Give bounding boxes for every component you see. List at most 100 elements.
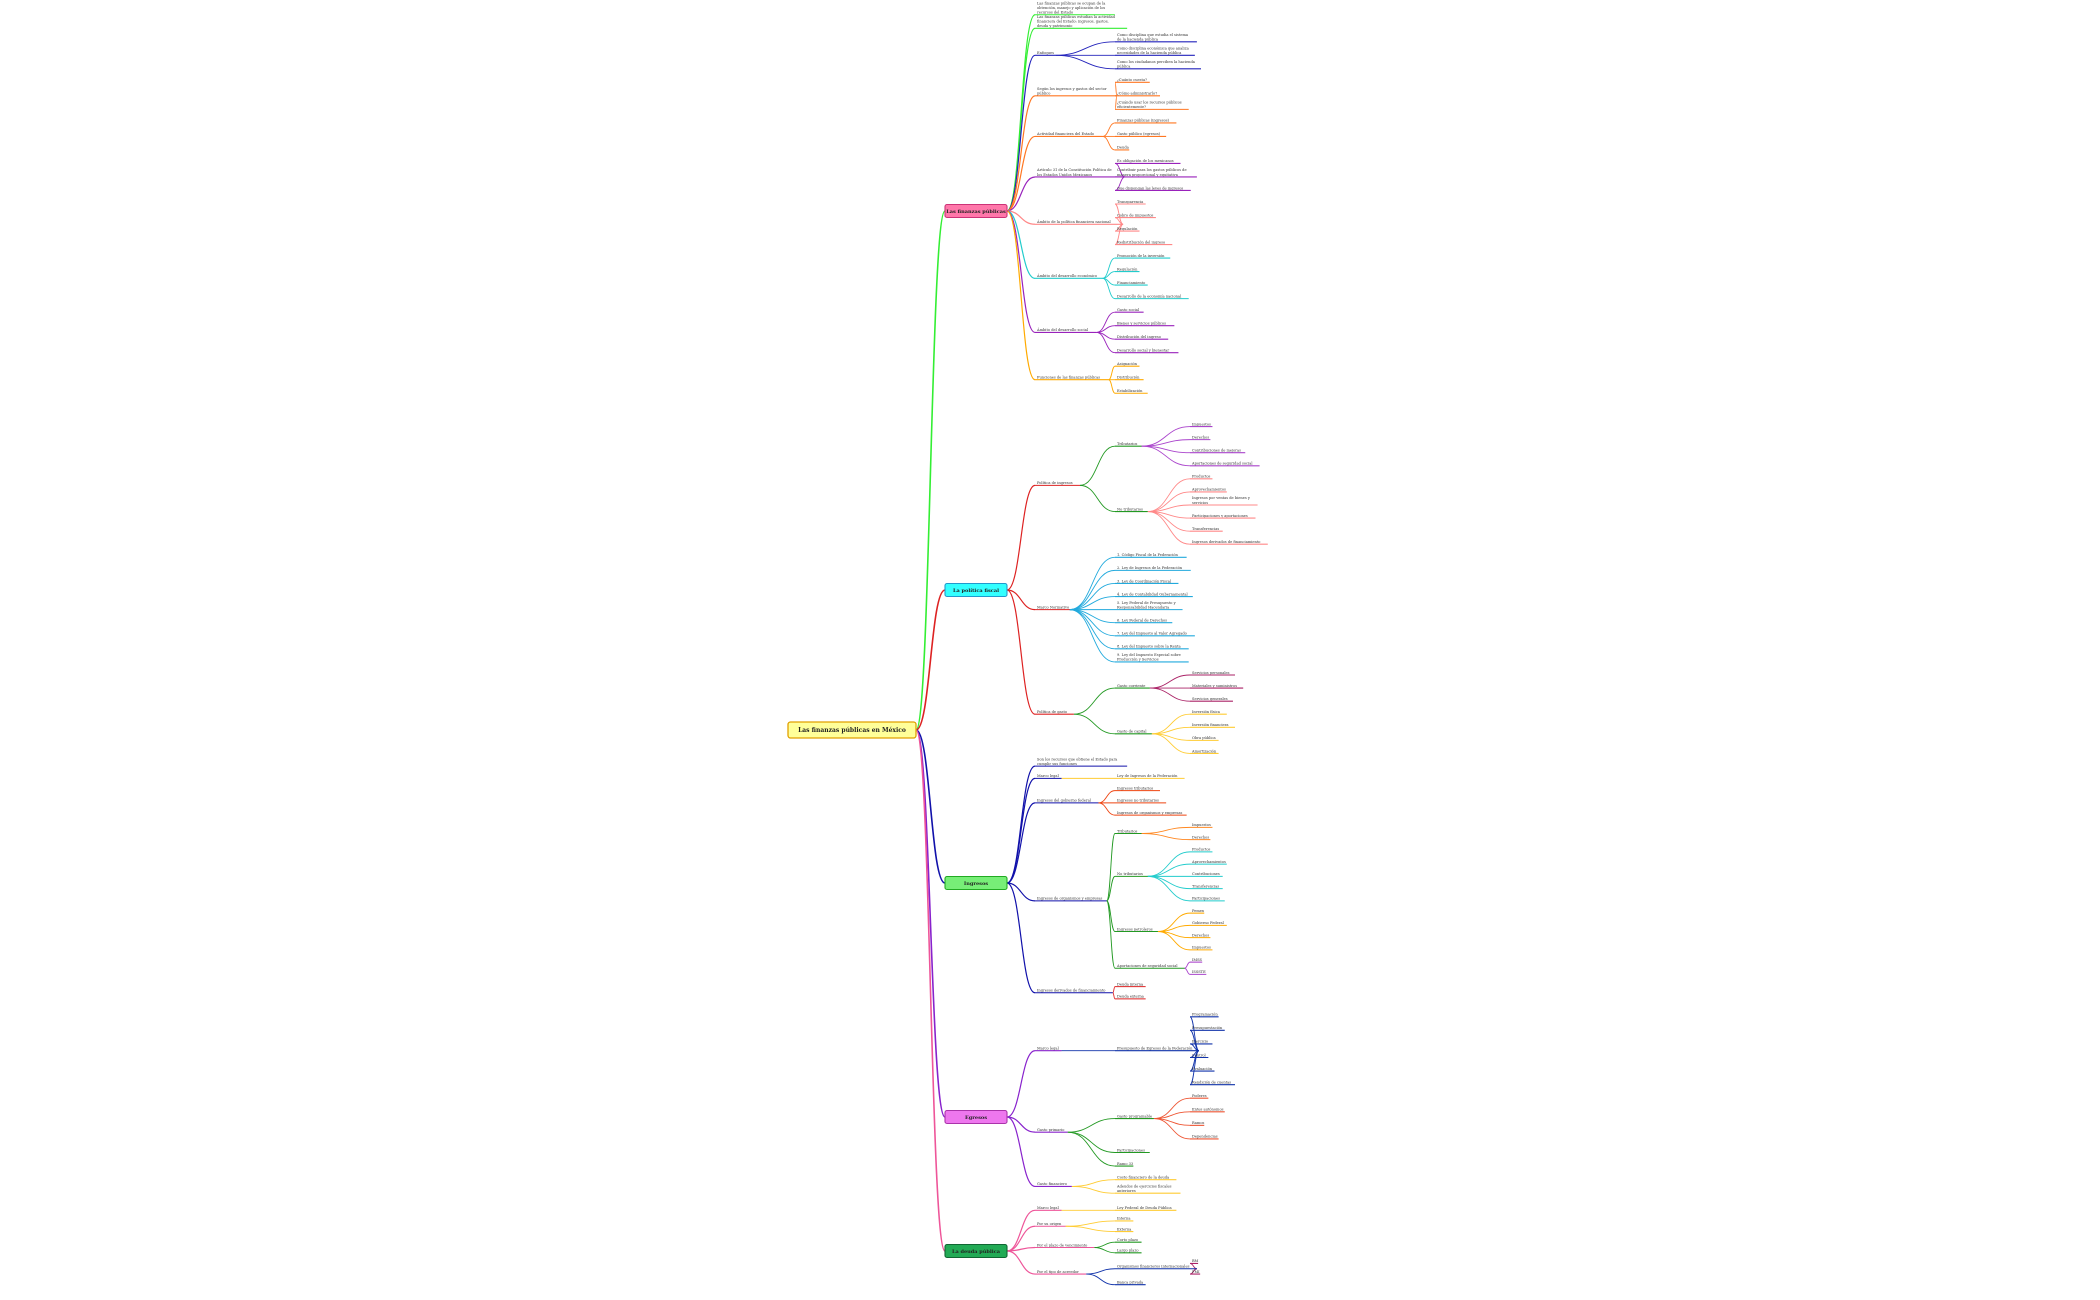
mindmap-node[interactable]: Aportaciones de seguridad social [1115, 964, 1185, 969]
mindmap-node[interactable]: Ley Federal de Deuda Pública [1115, 1205, 1177, 1211]
mindmap-node[interactable]: 3. Ley de Coordinación Fiscal [1115, 579, 1179, 585]
mindmap-node[interactable]: ¿Cuándo usar los recursos públicoseficie… [1115, 100, 1189, 110]
mindmap-node[interactable]: Promoción de la inversión [1115, 254, 1171, 259]
mindmap-node[interactable]: Aprovechamientos [1190, 860, 1227, 865]
root-node[interactable]: Las finanzas públicas en México [787, 721, 917, 739]
mindmap-node[interactable]: 5. Ley Federal de Presupuesto yResponsab… [1115, 601, 1183, 611]
mindmap-node[interactable]: Finanzas públicas (ingresos) [1115, 118, 1177, 124]
mindmap-node[interactable]: Ramo 33 [1115, 1162, 1134, 1167]
mindmap-node[interactable]: Financiamiento [1115, 281, 1148, 286]
mindmap-node[interactable]: BM [1190, 1259, 1199, 1264]
mindmap-node[interactable]: FMI [1190, 1270, 1200, 1275]
mindmap-node[interactable]: Transparencia [1115, 200, 1146, 205]
branch-node[interactable]: Ingresos [944, 875, 1008, 891]
mindmap-node[interactable]: Derechos [1190, 835, 1211, 841]
mindmap-node[interactable]: Es obligación de los mexicanos [1115, 159, 1181, 164]
mindmap-node[interactable]: 2. Ley de Ingresos de la Federación [1115, 566, 1191, 571]
mindmap-node[interactable]: Las finanzas públicas estudian la activi… [1035, 14, 1128, 29]
mindmap-node[interactable]: Servicios personales [1190, 671, 1235, 676]
mindmap-node[interactable]: Gasto programable [1115, 1114, 1154, 1120]
mindmap-node[interactable]: Enfoques [1035, 51, 1056, 56]
mindmap-node[interactable]: Ingresos no tributarios [1115, 799, 1167, 804]
mindmap-node[interactable]: Contribuir para los gastos públicos dema… [1115, 167, 1197, 178]
mindmap-node[interactable]: Participaciones [1115, 1148, 1150, 1154]
mindmap-node[interactable]: Productos [1190, 848, 1213, 853]
mindmap-node[interactable]: Por el tipo de acreedor [1035, 1270, 1087, 1275]
mindmap-node[interactable]: Ámbito del desarrollo económico [1035, 273, 1103, 279]
mindmap-node[interactable]: Amortización [1190, 749, 1219, 755]
mindmap-node[interactable]: 7. Ley del Impuesto al Valor Agregado [1115, 632, 1195, 637]
mindmap-node[interactable]: Ingresos del gobierno federal [1035, 799, 1099, 804]
mindmap-node[interactable]: Ingresos de organismos y empresas [1035, 897, 1107, 902]
branch-node[interactable]: Las finanzas públicas [944, 203, 1008, 219]
mindmap-node[interactable]: Derechos [1190, 435, 1211, 441]
mindmap-node[interactable]: Evaluación [1190, 1067, 1215, 1072]
mindmap-node[interactable]: Contribuciones de mejoras [1190, 448, 1246, 454]
mindmap-node[interactable]: Pemex [1190, 909, 1205, 914]
mindmap-node[interactable]: Gasto social [1115, 308, 1144, 313]
mindmap-node[interactable]: Inversión financiera [1190, 723, 1235, 728]
mindmap-node[interactable]: Distribución del ingreso [1115, 335, 1169, 340]
mindmap-node[interactable]: Programación [1190, 1013, 1219, 1018]
mindmap-node[interactable]: Estabilización [1115, 389, 1148, 394]
mindmap-node[interactable]: Regulación [1115, 227, 1140, 232]
mindmap-node[interactable]: Cobro de impuestos [1115, 213, 1156, 219]
mindmap-node[interactable]: Como los ciudadanos perciben la hacienda… [1115, 60, 1201, 70]
mindmap-node[interactable]: Como disciplina que estudia el sistemade… [1115, 33, 1197, 43]
branch-node[interactable]: La política fiscal [944, 582, 1008, 598]
mindmap-node[interactable]: Que dispongan las leyes de ingresos [1115, 186, 1191, 192]
mindmap-node[interactable]: ISSSTE [1190, 970, 1207, 975]
mindmap-node[interactable]: Rendición de cuentas [1190, 1080, 1235, 1086]
mindmap-node[interactable]: IMSS [1190, 958, 1202, 963]
mindmap-node[interactable]: Deuda interna [1115, 982, 1146, 988]
mindmap-node[interactable]: 4. Ley de Contabilidad Gubernamental [1115, 592, 1193, 598]
mindmap-node[interactable]: Tributarios [1115, 829, 1142, 835]
mindmap-node[interactable]: Ingresos derivados de financiamiento [1035, 989, 1113, 994]
mindmap-node[interactable]: Gasto primario [1035, 1128, 1068, 1133]
mindmap-node[interactable]: Aprovechamientos [1190, 488, 1227, 493]
mindmap-node[interactable]: Corto plazo [1115, 1238, 1142, 1243]
mindmap-node[interactable]: Ingresos petroleros [1115, 927, 1158, 933]
mindmap-node[interactable]: Funciones de las finanzas públicas [1035, 375, 1109, 381]
mindmap-node[interactable]: Derechos [1190, 933, 1211, 939]
mindmap-node[interactable]: Política de gasto [1035, 710, 1074, 715]
mindmap-node[interactable]: Deuda externa [1115, 995, 1146, 1000]
mindmap-node[interactable]: 9. Ley del Impuesto Especial sobreProduc… [1115, 653, 1189, 663]
mindmap-node[interactable]: Desarrollo de la economía nacional [1115, 294, 1189, 300]
mindmap-node[interactable]: Entes autónomos [1190, 1108, 1225, 1113]
mindmap-node[interactable]: Actividad financiera del Estado [1035, 132, 1103, 137]
mindmap-node[interactable]: Ámbito del desarrollo social [1035, 327, 1097, 333]
mindmap-node[interactable]: Interna [1115, 1217, 1134, 1222]
mindmap-node[interactable]: Control [1190, 1053, 1209, 1059]
mindmap-node[interactable]: Bienes y servicios públicos [1115, 320, 1175, 327]
mindmap-node[interactable]: Productos [1190, 475, 1213, 480]
mindmap-node[interactable]: Ingresos de organismos y empresas [1115, 811, 1187, 816]
mindmap-node[interactable]: Transferencias [1190, 884, 1223, 890]
mindmap-node[interactable]: Contribuciones [1190, 872, 1223, 877]
mindmap-node[interactable]: Artículo 31 de la Constitución Política … [1035, 168, 1126, 178]
mindmap-node[interactable]: 1. Código Fiscal de la Federación [1115, 553, 1187, 558]
mindmap-node[interactable]: Organismos financieros internacionales [1115, 1265, 1197, 1270]
mindmap-node[interactable]: Impuestos [1190, 946, 1213, 951]
mindmap-node[interactable]: 8. Ley del Impuesto sobre la Renta [1115, 645, 1189, 650]
mindmap-node[interactable]: Gasto corriente [1115, 684, 1150, 689]
mindmap-node[interactable]: Deuda [1115, 146, 1130, 151]
mindmap-node[interactable]: Impuestos [1190, 823, 1213, 828]
mindmap-node[interactable]: Ingresos tributarios [1115, 786, 1160, 792]
mindmap-node[interactable]: Por el plazo de vencimiento [1035, 1243, 1095, 1249]
mindmap-node[interactable]: Ley de Ingresos de la Federación [1115, 774, 1185, 779]
mindmap-node[interactable]: Materiales y suministros [1190, 684, 1244, 689]
branch-node[interactable]: La deuda pública [944, 1243, 1008, 1259]
branch-node[interactable]: Egresos [944, 1109, 1008, 1125]
mindmap-node[interactable]: Presupuesto de Egresos de la Federación [1115, 1047, 1199, 1052]
mindmap-node[interactable]: Marco legal [1035, 774, 1062, 779]
mindmap-node[interactable]: Asignación [1115, 362, 1140, 367]
mindmap-node[interactable]: Externa [1115, 1227, 1134, 1233]
mindmap-node[interactable]: Inversión física [1190, 710, 1227, 715]
mindmap-node[interactable]: Participaciones [1190, 897, 1225, 902]
mindmap-node[interactable]: Tributarios [1115, 442, 1142, 447]
mindmap-node[interactable]: Distribución [1115, 376, 1144, 381]
mindmap-node[interactable]: Gasto público (egresos) [1115, 131, 1167, 137]
mindmap-node[interactable]: ¿Cómo administrarlo? [1115, 92, 1160, 97]
